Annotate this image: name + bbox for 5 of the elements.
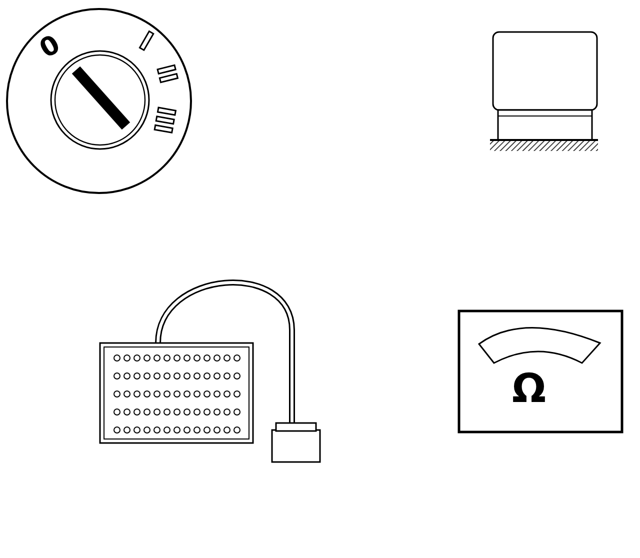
ohm-symbol: Ω <box>512 369 546 409</box>
position-label: 0 <box>36 31 64 63</box>
position-label: I <box>135 28 157 56</box>
position-label: II <box>153 62 181 86</box>
position-label: III <box>150 104 178 136</box>
